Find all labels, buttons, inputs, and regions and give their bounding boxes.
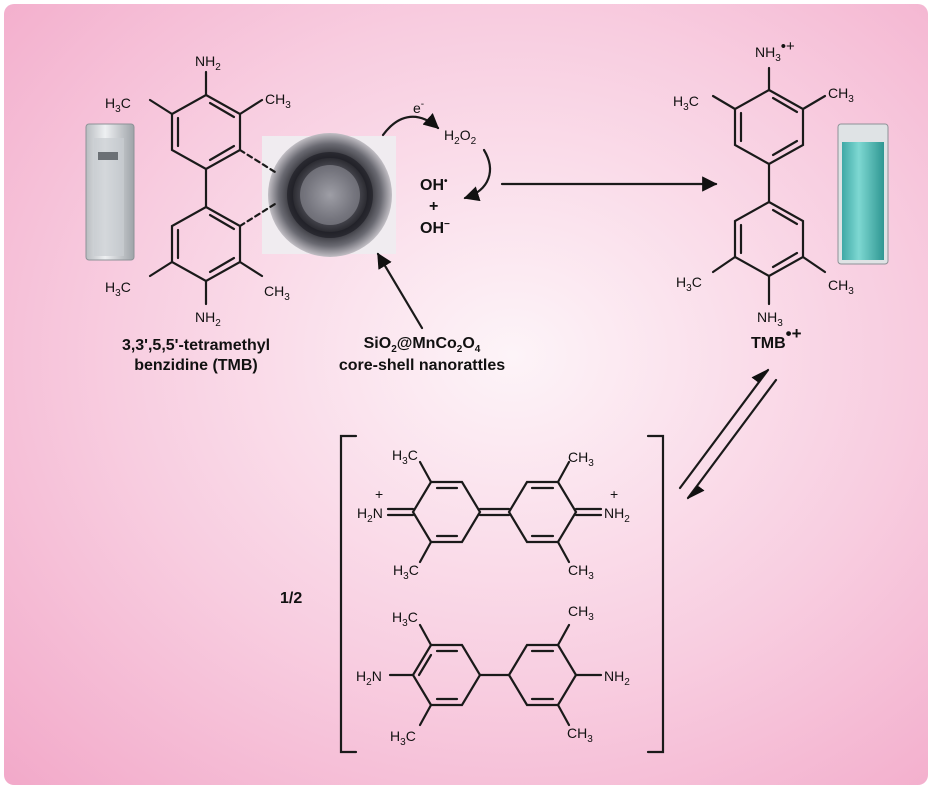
tmb-methyl-bottom-right: CH3 <box>264 283 290 303</box>
catalyst-name: core-shell nanorattles <box>339 357 505 374</box>
tmb-methyl-bottom-left: H3C <box>105 279 131 299</box>
product-top-amine: NH3•+ <box>755 38 795 64</box>
equilibrium-forward-arrow <box>678 368 770 490</box>
diimine-methyl-top-left: H3C <box>392 447 418 467</box>
diimine-methyl-bottom-right: CH3 <box>568 562 594 582</box>
cuvette-colorless-image <box>85 123 135 261</box>
catalyst-formula: SiO2@MnCo2O4 <box>364 335 481 355</box>
product-methyl-bottom-left: H3C <box>676 274 702 294</box>
diamine-methyl-top-right: CH3 <box>568 603 594 623</box>
cuvette-blue-image <box>837 123 889 265</box>
hydrogen-peroxide: H2O2 <box>444 127 477 147</box>
diimine-left-plus: + <box>375 486 383 502</box>
nanorattle-tem-image <box>262 133 396 257</box>
diimine-methyl-bottom-left: H3C <box>393 562 419 582</box>
diimine-right-plus: + <box>610 486 618 502</box>
catalyst-arrow <box>376 252 424 330</box>
electron-label: e- <box>413 99 424 116</box>
product-methyl-bottom-right: CH3 <box>828 277 854 297</box>
hydroxyl-radical: OH• <box>420 176 448 194</box>
peroxide-decomposition-arrow <box>463 148 492 202</box>
diimine-right-iminium: NH2 <box>604 505 630 525</box>
diamine-methyl-bottom-left: H3C <box>390 728 416 748</box>
fraction-half: 1/2 <box>280 590 302 607</box>
diimine-left-iminium: H2N <box>357 505 383 525</box>
product-bracket <box>339 434 665 754</box>
diimine-structure <box>386 460 603 564</box>
electron-transfer-arrow <box>381 113 440 137</box>
product-name: TMB•+ <box>751 324 802 352</box>
background-panel <box>4 4 928 785</box>
tmb-methyl-top-left: H3C <box>105 95 131 115</box>
tmb-bottom-amine: NH2 <box>195 309 221 329</box>
tmb-name-line2: benzidine (TMB) <box>134 357 258 374</box>
diamine-methyl-top-left: H3C <box>392 609 418 629</box>
equilibrium-reverse-arrow <box>686 378 778 500</box>
tmb-methyl-top-right: CH3 <box>265 91 291 111</box>
tmb-name-line1: 3,3',5,5'-tetramethyl <box>122 337 270 354</box>
diamine-left-amine: H2N <box>356 668 382 688</box>
tmb-top-amine: NH2 <box>195 53 221 73</box>
product-bottom-amine: NH3 <box>757 309 783 329</box>
tmb-structure <box>148 70 277 306</box>
diamine-right-amine: NH2 <box>604 668 630 688</box>
diamine-structure <box>388 623 603 727</box>
tmb-radical-cation-structure <box>711 66 827 306</box>
product-methyl-top-right: CH3 <box>828 85 854 105</box>
hydroxide-ion: OH− <box>420 219 450 237</box>
product-methyl-top-left: H3C <box>673 93 699 113</box>
diamine-methyl-bottom-right: CH3 <box>567 725 593 745</box>
diimine-methyl-top-right: CH3 <box>568 449 594 469</box>
plus-sign: + <box>429 198 438 215</box>
